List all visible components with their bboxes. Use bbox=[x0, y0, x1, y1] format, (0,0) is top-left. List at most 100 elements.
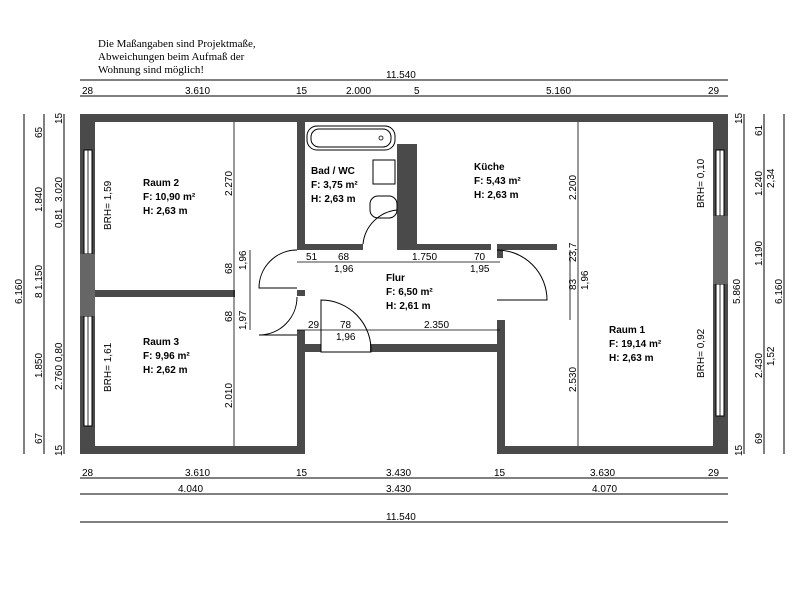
dim-inner-h-3: 1.750 bbox=[412, 252, 437, 263]
door-raum2 bbox=[258, 249, 298, 289]
wall-bath-left bbox=[297, 122, 305, 250]
dim-inner-h-7: 78 bbox=[340, 320, 352, 331]
dim-top-4: 5 bbox=[414, 86, 420, 97]
dimension-texts: 11.540 28 3.610 15 2.000 5 5.160 29 28 3… bbox=[14, 70, 785, 523]
interior-walls bbox=[80, 122, 728, 454]
wall-bath-right bbox=[397, 144, 417, 250]
room-name-raum1: Raum 1 bbox=[609, 325, 646, 336]
dim-top-3: 2.000 bbox=[346, 86, 371, 97]
note-line-3: Wohnung sind möglich! bbox=[98, 64, 205, 76]
dim-inner-h-4: 70 bbox=[474, 252, 486, 263]
wall-raum3-right bbox=[297, 330, 305, 454]
wall-raum1-left bbox=[497, 320, 505, 454]
dim-left-inner-1: 0,81 bbox=[54, 208, 65, 228]
dim-left-inner-5: 15 bbox=[54, 444, 65, 456]
pillar-left bbox=[80, 254, 95, 316]
dim-left-mid-4: 1.850 bbox=[34, 353, 45, 378]
room-name-raum2: Raum 2 bbox=[143, 178, 180, 189]
dim-top-1: 3.610 bbox=[185, 86, 210, 97]
dim-bottom-0: 28 bbox=[82, 468, 94, 479]
dim-right-b-0: 2,34 bbox=[766, 168, 777, 188]
dim-inner-v-8: 83 bbox=[568, 278, 579, 290]
dim-right-b-1: 1,52 bbox=[766, 346, 777, 366]
dim-left-inner-4: 0,80 bbox=[54, 342, 65, 362]
dim-top-6: 29 bbox=[708, 86, 720, 97]
dim-inner-h-8: 1,96 bbox=[336, 332, 356, 343]
dim-inner-v-10: 2.530 bbox=[568, 367, 579, 392]
toilet-icon bbox=[369, 195, 398, 219]
dim-right-a-0: 15 bbox=[734, 112, 745, 124]
door-raum3 bbox=[258, 296, 298, 336]
door-raum1 bbox=[496, 249, 548, 301]
dim-bottom-6: 29 bbox=[708, 468, 720, 479]
dim-inner-v-7: 23,7 bbox=[568, 242, 579, 262]
room-height-raum1: H: 2,63 m bbox=[609, 353, 654, 364]
dim-bottom-1: 3.610 bbox=[185, 468, 210, 479]
dim-inner-v-4: 1,97 bbox=[238, 310, 249, 330]
room-name-kueche: Küche bbox=[474, 162, 505, 173]
dim-right-a-6: 15 bbox=[734, 444, 745, 456]
room-area-raum2: F: 10,90 m² bbox=[143, 192, 196, 203]
dim-right-a-2: 1.240 bbox=[754, 171, 765, 196]
door-bad bbox=[362, 209, 398, 245]
door-flur bbox=[320, 299, 372, 353]
note-line-1: Die Maßangaben sind Projektmaße, bbox=[98, 38, 256, 50]
room-name-raum3: Raum 3 bbox=[143, 337, 180, 348]
room-height-raum3: H: 2,62 m bbox=[143, 365, 188, 376]
brh-kueche: BRH= 0,10 bbox=[696, 158, 707, 208]
dim-inner-v-0: 2.270 bbox=[224, 171, 235, 196]
room-name-bad: Bad / WC bbox=[311, 166, 355, 177]
wall-raum2-raum3 bbox=[95, 290, 235, 297]
room-height-bad: H: 2,63 m bbox=[311, 194, 356, 205]
room-area-raum3: F: 9,96 m² bbox=[143, 351, 190, 362]
room-labels: Raum 2 F: 10,90 m² H: 2,63 m Raum 3 F: 9… bbox=[143, 162, 662, 376]
dim-right-outer: 6.160 bbox=[774, 279, 785, 304]
room-area-kueche: F: 5,43 m² bbox=[474, 176, 521, 187]
wall-bath-bottom bbox=[305, 244, 363, 250]
dim-inner-v-3: 68 bbox=[224, 310, 235, 322]
dim-bottom-total: 11.540 bbox=[386, 512, 416, 523]
room-height-raum2: H: 2,63 m bbox=[143, 206, 188, 217]
dim-inner-h-5: 1,95 bbox=[470, 264, 490, 275]
dim-right-mid-0: 5.860 bbox=[732, 279, 743, 304]
dim-bottom-2: 15 bbox=[296, 468, 308, 479]
dim-bottom-mid-0: 4.040 bbox=[178, 484, 203, 495]
dim-right-a-1: 61 bbox=[754, 124, 765, 136]
room-area-flur: F: 6,50 m² bbox=[386, 287, 433, 298]
brh-raum1: BRH= 0,92 bbox=[696, 328, 707, 378]
dim-left-mid-1: 1.840 bbox=[34, 187, 45, 212]
dim-inner-v-1: 1,96 bbox=[238, 250, 249, 270]
wall-flur-bottom bbox=[370, 344, 497, 352]
dim-left-inner-0: 15 bbox=[54, 112, 65, 124]
dim-left-mid-0: 65 bbox=[34, 126, 45, 138]
dim-left-inner-3: 2.760 bbox=[54, 365, 65, 390]
dim-top-5: 5.160 bbox=[546, 86, 571, 97]
wall-bottom-right bbox=[497, 446, 728, 454]
dim-inner-h-6: 29 bbox=[308, 320, 320, 331]
dim-bottom-5: 3.630 bbox=[590, 468, 615, 479]
note-line-2: Abweichungen beim Aufmaß der bbox=[98, 51, 245, 63]
dim-bottom-mid-2: 4.070 bbox=[592, 484, 617, 495]
wall-kueche-bottom bbox=[417, 244, 491, 250]
dim-top-total: 11.540 bbox=[386, 70, 416, 81]
wall-raum1-top-stub bbox=[497, 244, 557, 250]
room-name-flur: Flur bbox=[386, 273, 405, 284]
doors bbox=[258, 209, 548, 353]
dim-left-inner-2: 3.020 bbox=[54, 177, 65, 202]
dim-left-mid-3: 8 bbox=[34, 292, 45, 298]
dimension-lines bbox=[23, 79, 785, 523]
brh-raum3: BRH= 1,61 bbox=[103, 342, 114, 392]
wall-bottom-left bbox=[80, 446, 305, 454]
disclaimer-note: Die Maßangaben sind Projektmaße, Abweich… bbox=[98, 38, 256, 77]
dim-inner-h-9: 2.350 bbox=[424, 320, 449, 331]
dim-inner-h-2: 1,96 bbox=[334, 264, 354, 275]
dim-left-mid-5: 67 bbox=[34, 432, 45, 444]
dim-inner-v-6: 2.200 bbox=[568, 175, 579, 200]
pillar-right bbox=[713, 216, 728, 284]
windows bbox=[83, 149, 725, 427]
wall-top bbox=[80, 114, 728, 122]
room-height-kueche: H: 2,63 m bbox=[474, 190, 519, 201]
brh-raum2: BRH= 1,59 bbox=[103, 180, 114, 230]
dim-right-a-4: 2.430 bbox=[754, 353, 765, 378]
